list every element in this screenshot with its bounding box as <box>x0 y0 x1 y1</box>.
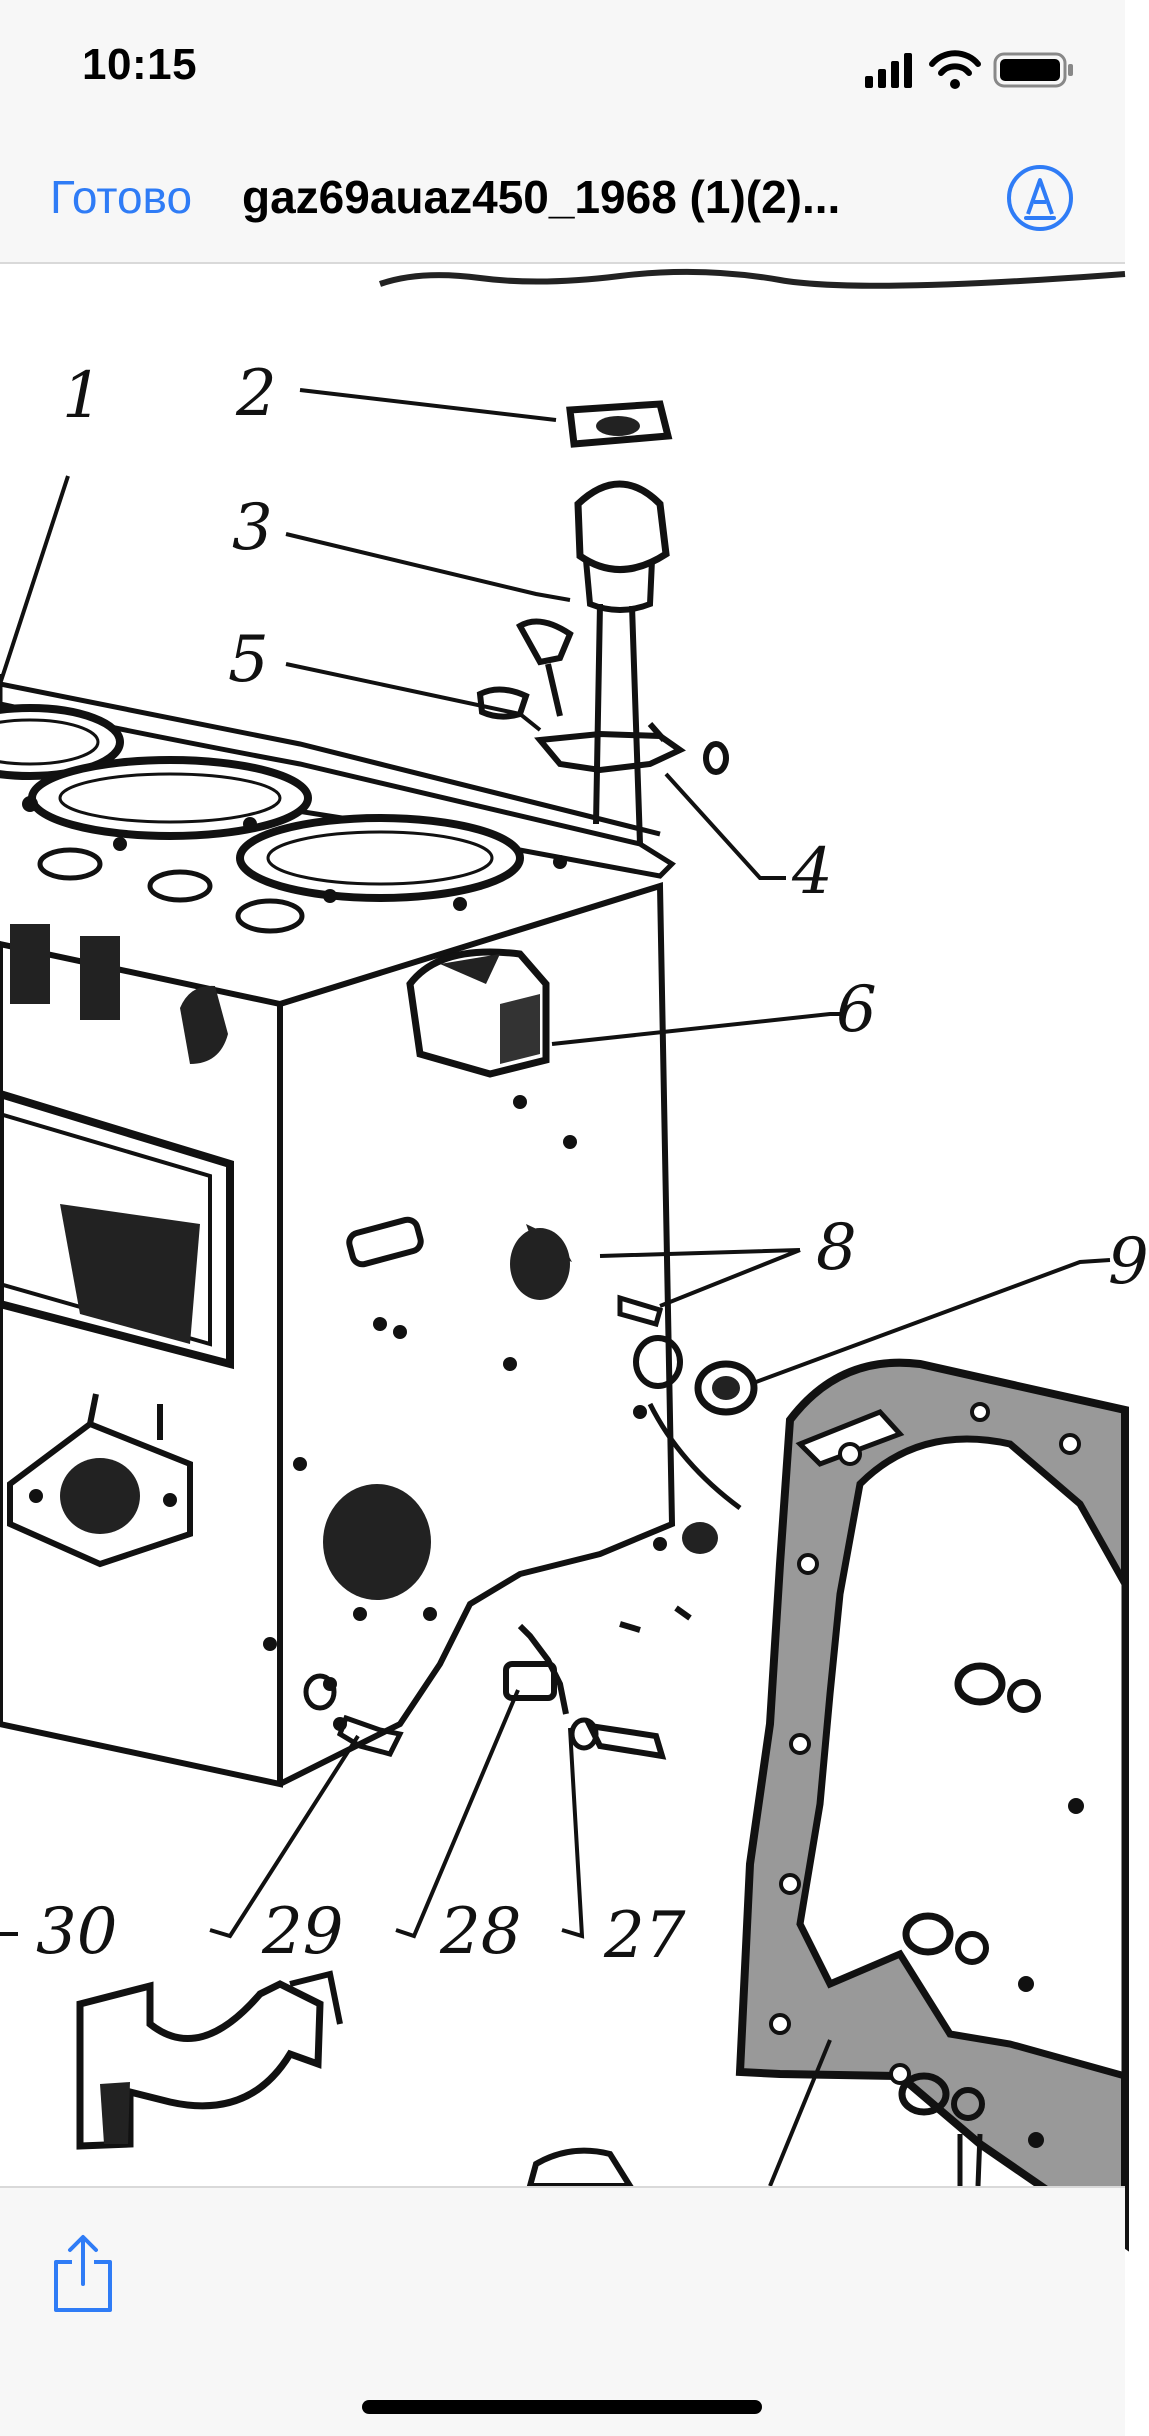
callout-label: 2 <box>236 357 277 431</box>
callout-label: 9 <box>1108 1225 1149 1299</box>
done-button[interactable]: Готово <box>50 171 193 223</box>
nav-bar: Готово gaz69auaz450_1968 (1)(2)... <box>0 132 1125 264</box>
engine-block-diagram <box>0 268 1129 2252</box>
callout-label: 3 <box>232 491 273 565</box>
callout-label: 27 <box>604 1899 686 1973</box>
callout-label: 1 <box>62 359 103 433</box>
callout-label: 29 <box>262 1895 344 1969</box>
callout-label: 8 <box>816 1211 857 1285</box>
callout-label: 4 <box>792 835 833 909</box>
share-button[interactable] <box>48 2232 118 2316</box>
markup-button[interactable] <box>1004 162 1076 234</box>
wifi-icon <box>929 50 981 89</box>
document-view[interactable]: 1 2 3 5 4 6 8 9 30 29 28 27 <box>0 264 1149 2252</box>
cellular-signal-icon <box>865 53 912 88</box>
markup-pen-icon <box>1007 165 1073 231</box>
document-title: gaz69auaz450_1968 (1)(2)... <box>242 171 841 223</box>
callout-label: 6 <box>836 973 877 1047</box>
status-icons <box>825 48 1085 92</box>
callout-label: 30 <box>36 1895 118 1969</box>
callout-label: 28 <box>440 1895 522 1969</box>
status-time: 10:15 <box>82 40 198 89</box>
callout-label: 5 <box>228 623 269 697</box>
home-indicator <box>362 2400 762 2414</box>
bottom-toolbar <box>0 2186 1125 2436</box>
share-icon <box>54 2235 112 2312</box>
battery-icon <box>993 52 1073 88</box>
status-bar: 10:15 <box>0 0 1125 132</box>
